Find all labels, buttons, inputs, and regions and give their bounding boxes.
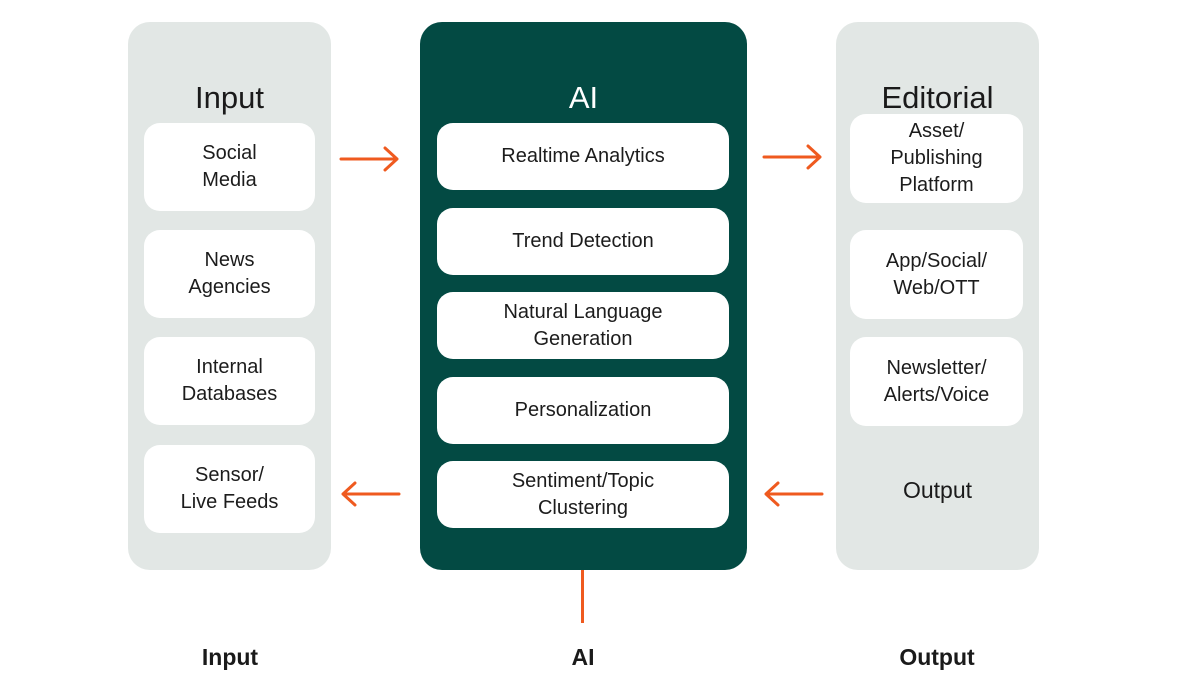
ai-card-personalization: Personalization xyxy=(437,377,729,444)
editorial-card-newsletter-alerts: Newsletter/ Alerts/Voice xyxy=(850,337,1023,426)
footer-label-ai: AI xyxy=(571,644,595,670)
arrow-right-icon xyxy=(339,146,399,172)
arrow-left-icon xyxy=(341,481,401,507)
ai-column: AI Realtime Analytics Trend Detection Na… xyxy=(420,22,747,570)
input-card-social-media: Social Media xyxy=(144,123,315,211)
ai-card-sentiment-clustering: Sentiment/Topic Clustering xyxy=(437,461,729,528)
footer-label-output: Output xyxy=(899,644,975,670)
input-card-sensor-live-feeds: Sensor/ Live Feeds xyxy=(144,445,315,533)
editorial-column-title: Editorial xyxy=(881,80,994,115)
ai-connector-line xyxy=(581,570,584,623)
ai-card-realtime-analytics: Realtime Analytics xyxy=(437,123,729,190)
footer-label-input: Input xyxy=(201,644,259,670)
arrow-left-icon xyxy=(764,481,824,507)
editorial-output-label: Output xyxy=(902,477,973,503)
input-card-internal-databases: Internal Databases xyxy=(144,337,315,425)
input-column: Input Social Media News Agencies Interna… xyxy=(128,22,331,570)
input-column-title: Input xyxy=(195,80,264,115)
editorial-card-app-social-web: App/Social/ Web/OTT xyxy=(850,230,1023,319)
ai-card-nlg: Natural Language Generation xyxy=(437,292,729,359)
arrow-right-icon xyxy=(762,144,822,170)
input-card-news-agencies: News Agencies xyxy=(144,230,315,318)
editorial-card-publishing-platform: Asset/ Publishing Platform xyxy=(850,114,1023,203)
editorial-column: Editorial Asset/ Publishing Platform App… xyxy=(836,22,1039,570)
ai-column-title: AI xyxy=(568,80,599,115)
ai-card-trend-detection: Trend Detection xyxy=(437,208,729,275)
